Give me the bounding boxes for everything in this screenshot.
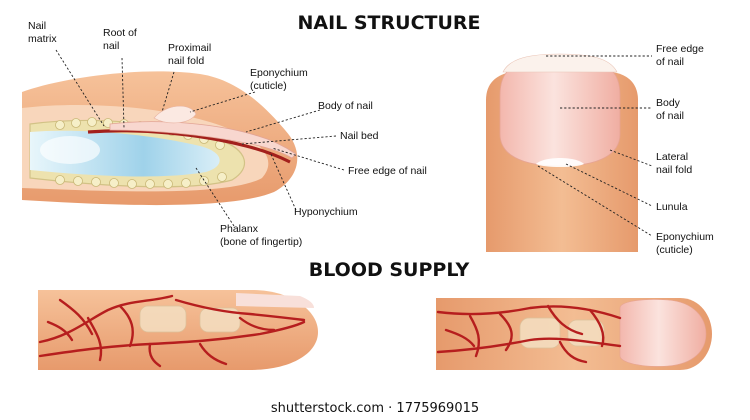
top-view-illustration xyxy=(486,53,638,252)
label-phalanx: Phalanx (bone of fingertip) xyxy=(220,223,302,248)
side-view-leaders xyxy=(55,49,345,227)
label-lateral-nail-fold: Lateral nail fold xyxy=(656,151,692,176)
label-proximal-nail-fold: Proximail nail fold xyxy=(168,42,214,67)
label-lunula: Lunula xyxy=(656,201,688,213)
top-view-leaders xyxy=(537,55,653,237)
label-hyponychium: Hyponychium xyxy=(294,206,358,218)
label-nail-matrix: Nail matrix xyxy=(28,20,57,45)
blood-supply-left-illustration xyxy=(38,290,318,370)
label-eponychium-side: Eponychium (cuticle) xyxy=(250,67,311,92)
title-blood-supply: BLOOD SUPPLY xyxy=(309,259,470,281)
blood-supply-right-illustration xyxy=(436,298,712,370)
label-free-edge-top: Free edge of nail xyxy=(656,43,707,68)
watermark-footer: shutterstock.com · 1775969015 xyxy=(271,401,479,416)
title-nail-structure: NAIL STRUCTURE xyxy=(297,12,480,34)
label-body-of-nail-side: Body of nail xyxy=(318,100,373,112)
label-root-of-nail: Root of nail xyxy=(103,27,140,52)
label-free-edge-side: Free edge of nail xyxy=(348,165,427,177)
label-eponychium-top: Eponychium (cuticle) xyxy=(656,231,717,256)
label-nail-bed: Nail bed xyxy=(340,130,379,142)
label-body-of-nail-top: Body of nail xyxy=(656,97,684,122)
